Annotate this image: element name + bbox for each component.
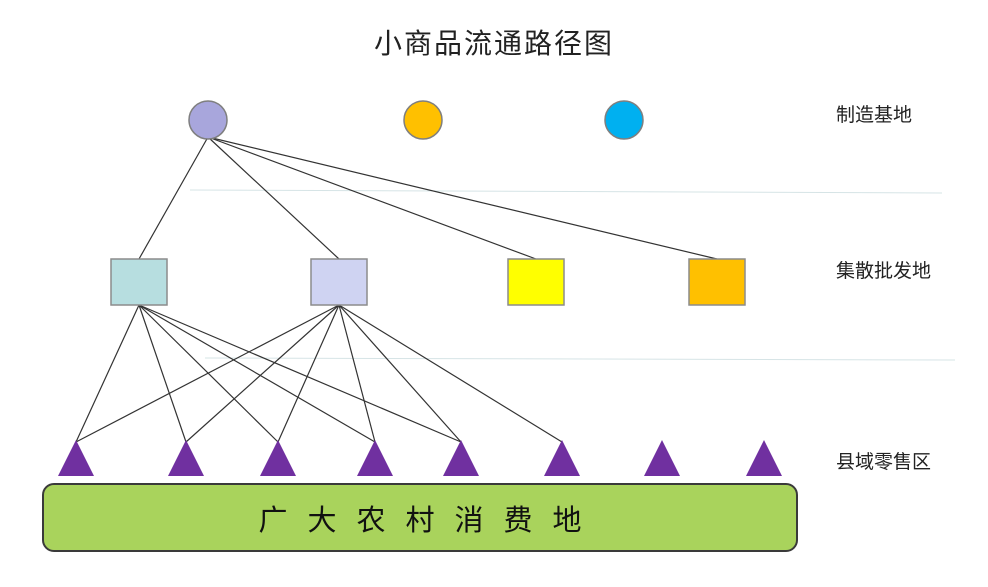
manufacturing-node-m2 [403,100,443,140]
edge-m1-d4 [207,136,718,260]
edge-d1-r1 [75,304,140,443]
edge-d1-r2 [138,304,187,443]
retail-node-r5 [443,440,479,476]
level-label-retail: 县域零售区 [836,451,932,473]
separator-upper [189,189,943,194]
edge-d2-r3 [277,304,340,443]
manufacturing-node-m1 [188,100,228,140]
retail-node-r6 [544,440,580,476]
edge-d2-r4 [338,304,376,443]
consumer-area-label: 广大农村消费地 [258,502,602,537]
retail-node-r8 [746,440,782,476]
separator-lower [204,357,956,361]
distribution-node-d1 [110,258,168,306]
edge-d2-r1 [75,304,340,443]
diagram-title: 小商品流通路径图 [373,27,614,60]
distribution-node-d4 [688,258,746,306]
distribution-node-d2 [310,258,368,306]
edge-m1-d1 [138,136,209,260]
edge-d1-r5 [138,304,462,443]
retail-node-r3 [260,440,296,476]
edge-d2-r6 [338,304,563,443]
edge-m1-d2 [207,136,340,260]
edge-d2-r5 [338,304,462,443]
edge-d1-r4 [138,304,376,443]
level-label-manufacturing: 制造基地 [836,104,913,126]
distribution-node-d3 [507,258,565,306]
level-label-distribution: 集散批发地 [836,260,932,282]
retail-node-r1 [58,440,94,476]
edge-m1-d3 [207,136,537,260]
edge-d2-r2 [185,304,340,443]
retail-node-r2 [168,440,204,476]
consumer-area-box: 广大农村消费地 [42,483,798,552]
manufacturing-node-m3 [604,100,644,140]
retail-node-r7 [644,440,680,476]
retail-node-r4 [357,440,393,476]
flow-nodes [58,100,782,476]
flow-edges [75,136,718,443]
